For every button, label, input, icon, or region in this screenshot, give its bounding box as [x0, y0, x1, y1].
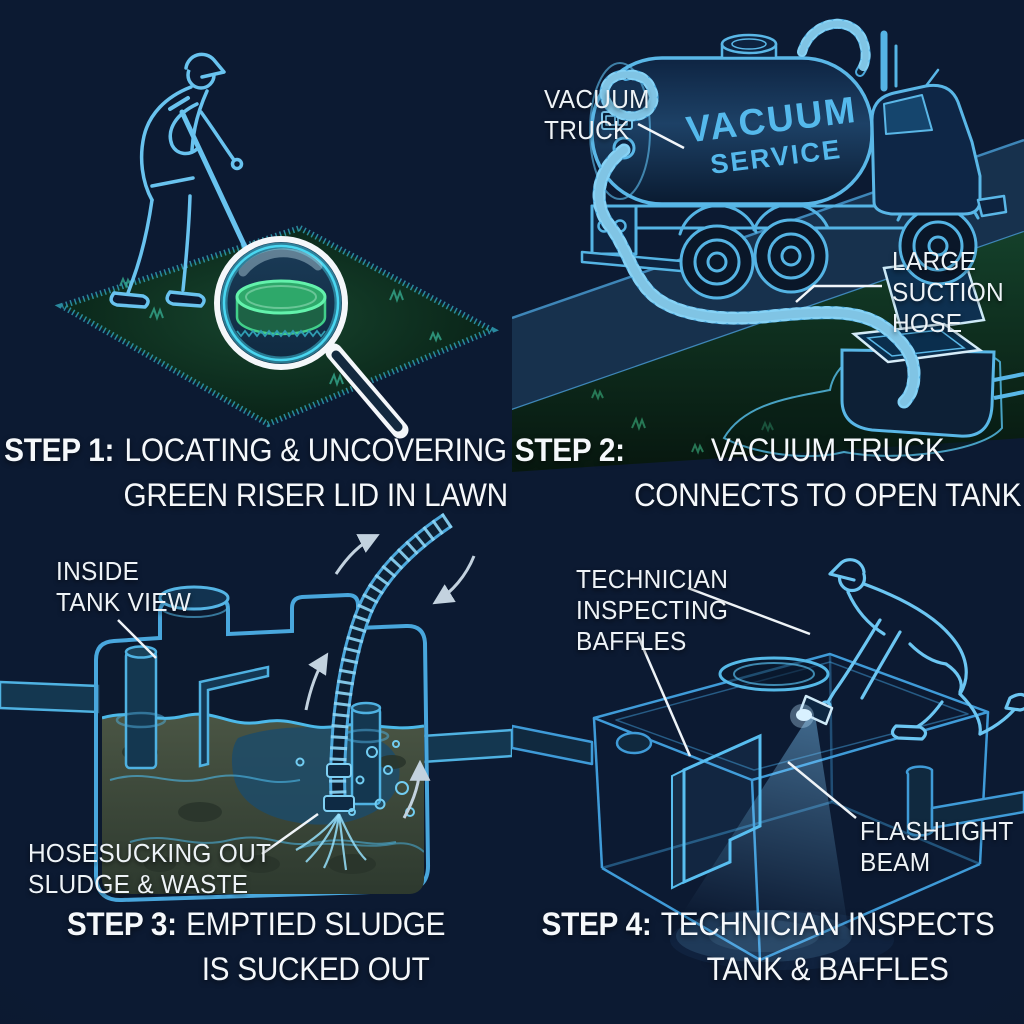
vacuum-truck-label: VACUUM TRUCK [544, 84, 650, 146]
flashlight-beam [676, 708, 852, 962]
step4-caption: STEP 4: TECHNICIAN INSPECTS TANK & BAFFL… [530, 902, 1006, 992]
baffle [198, 665, 270, 768]
hose-sucking-label-line2: SLUDGE & WASTE [28, 869, 249, 899]
flashlight-beam-label: FLASHLIGHT BEAM [860, 816, 1014, 878]
suction-hose-in-tank [295, 512, 453, 871]
suction-hose-label: LARGE SUCTION HOSE [892, 246, 1004, 339]
suction-hose-label-line1: LARGE [892, 246, 977, 276]
digging-person-illustration [54, 52, 499, 439]
inside-tank-label: INSIDE TANK VIEW [56, 556, 191, 618]
vacuum-truck-illustration: VACUUM SERVICE [512, 18, 1024, 472]
technician-label-line2: INSPECTING [576, 595, 729, 625]
internal-pipes [115, 645, 390, 806]
vacuum-truck-label-line1: VACUUM [544, 84, 650, 114]
technician-label: TECHNICIAN INSPECTING BAFFLES [576, 564, 728, 657]
step1-caption-line1: LOCATING & UNCOVERING [124, 432, 507, 468]
flow-arrows [304, 534, 476, 819]
step2-panel: VACUUM SERVICE [512, 0, 1024, 513]
step1-panel: STEP 1: LOCATING & UNCOVERING GREEN RISE… [0, 0, 512, 513]
cab [870, 30, 1008, 218]
step4-number: STEP 4: [541, 906, 652, 942]
suction-hose-label-line3: HOSE [892, 308, 963, 338]
tank-cross-section-illustration [0, 512, 512, 903]
baffle-plate [671, 733, 762, 890]
flashlight-beam-label-line2: BEAM [860, 847, 931, 877]
step2-caption: STEP 2: VACUUM TRUCK CONNECTS TO OPEN TA… [515, 428, 1022, 518]
technician-label-line1: TECHNICIAN [576, 564, 729, 594]
suction-hose [592, 18, 921, 409]
suction-hose-label-line2: SUCTION [892, 277, 1004, 307]
step3-panel: INSIDE TANK VIEW HOSESUCKING OUT SLUDGE … [0, 512, 512, 1024]
wheels [679, 206, 978, 300]
leader-lines [636, 586, 857, 819]
truck: VACUUM SERVICE [580, 18, 1008, 409]
flashlight-beam-label-line1: FLASHLIGHT [860, 816, 1014, 846]
step3-caption: STEP 3: EMPTIED SLUDGE IS SUCKED OUT [18, 902, 494, 992]
step4-caption-line2: TANK & BAFFLES [706, 951, 949, 987]
hose-sucking-label: HOSESUCKING OUT SLUDGE & WASTE [28, 838, 271, 900]
magnifying-glass [214, 236, 409, 439]
step3-number: STEP 3: [66, 906, 177, 942]
hose-sucking-label-line1: HOSESUCKING OUT [28, 838, 272, 868]
step4-caption-line1: TECHNICIAN INSPECTS [660, 906, 995, 942]
vacuum-truck-label-line2: TRUCK [544, 115, 630, 145]
step1-caption-line2: GREEN RISER LID IN LAWN [123, 477, 508, 513]
step1-number: STEP 1: [4, 432, 115, 468]
step1-caption: STEP 1: LOCATING & UNCOVERING GREEN RISE… [4, 428, 508, 518]
tank-wireframe [512, 652, 1024, 962]
step3-caption-line2: IS SUCKED OUT [201, 951, 430, 987]
green-riser-lid [235, 279, 327, 338]
leader-lines [637, 122, 882, 303]
inside-tank-label-line1: INSIDE [56, 556, 140, 586]
manhole-ring-inner [733, 662, 815, 686]
step2-number: STEP 2: [514, 432, 625, 468]
technician-label-line3: BAFFLES [576, 626, 687, 656]
technician [790, 558, 1024, 741]
bubbles [295, 740, 415, 817]
step2-caption-line2: CONNECTS TO OPEN TANK [634, 477, 1022, 513]
step3-caption-line1: EMPTIED SLUDGE [186, 906, 446, 942]
inside-tank-label-line2: TANK VIEW [56, 587, 192, 617]
inspection-illustration [512, 558, 1024, 970]
step4-panel: TECHNICIAN INSPECTING BAFFLES FLASHLIGHT… [512, 512, 1024, 1024]
leader-lines [117, 619, 319, 856]
step2-caption-line1: VACUUM TRUCK [710, 432, 945, 468]
